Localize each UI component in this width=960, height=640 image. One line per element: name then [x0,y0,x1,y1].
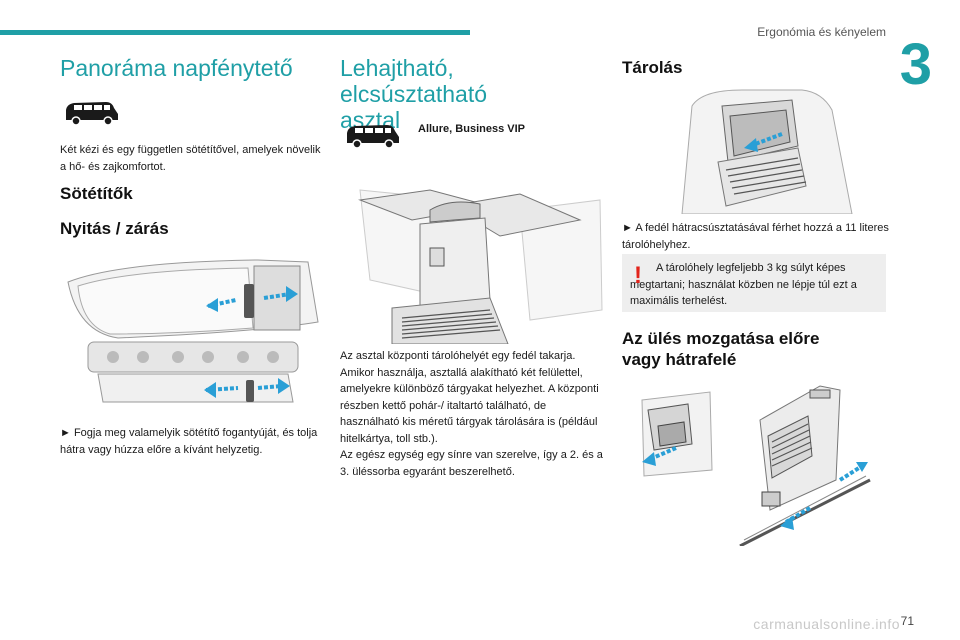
column-sunroof: Panoráma napfénytető [60,50,322,82]
chapter-number: 3 [899,32,932,97]
subheading-storage: Tárolás [622,58,683,77]
subheading-seat-move: Az ülés mozgatása előre vagy hátrafelé [622,328,819,371]
section-title-table-line1: Lehajtható, elcsúsztatható [340,55,488,107]
van-icon [347,125,399,149]
table-description-p2: Az egész egység egy sínre van szerelve, … [340,449,603,478]
table-description: Az asztal központi tárolóhelyét egy fedé… [340,348,606,480]
section-title-sunroof: Panoráma napfénytető [60,55,293,81]
warning-icon: ! [634,262,642,289]
subheading-open-close: Nyitás / zárás [60,219,169,238]
seat-rail-illustration [640,380,884,546]
sunroof-blind-illustration [58,242,322,422]
column-storage: Tárolás [622,50,890,78]
trim-level-label: Allure, Business VIP [418,123,525,135]
storage-warning-text: A tárolóhely legfeljebb 3 kg súlyt képes… [630,262,857,307]
folding-table-illustration [340,170,606,344]
watermark: carmanualsonline.info [753,616,900,632]
subheading-blinds: Sötétítők [60,184,133,203]
sunroof-intro: Két kézi és egy független sötétítővel, a… [60,144,321,173]
blind-instruction: ► Fogja meg valamelyik sötétítő fogantyú… [60,427,318,456]
header-title: Ergonómia és kényelem [757,25,886,39]
subheading-seat-move-line1: Az ülés mozgatása előre [622,329,820,348]
storage-instruction: ► A fedél hátracsúsztatásával férhet hoz… [622,222,889,251]
page-number: 71 [900,614,914,628]
van-icon [66,102,118,126]
storage-warning-box: ! A tárolóhely legfeljebb 3 kg súlyt kép… [622,254,886,312]
subheading-seat-move-line2: vagy hátrafelé [622,350,737,370]
storage-compartment-illustration [622,86,886,214]
table-description-p1: Az asztal központi tárolóhelyét egy fedé… [340,350,599,445]
header-accent-bar [0,30,470,35]
